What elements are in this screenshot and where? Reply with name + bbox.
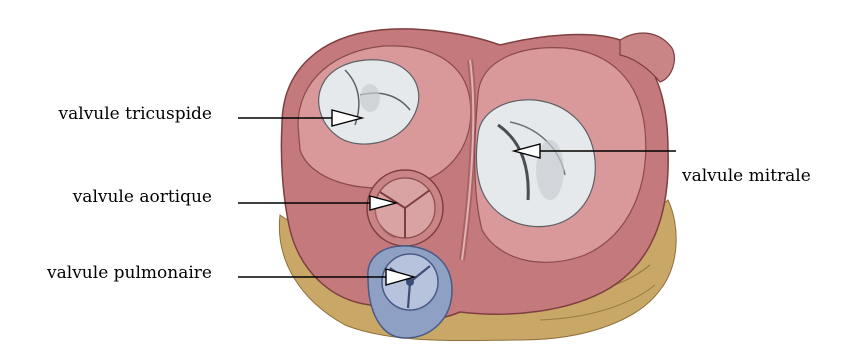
mitral-valve-label: valvule mitrale <box>682 166 811 186</box>
tricuspid-valve-label: valvule tricuspide <box>59 104 212 124</box>
pulmonary-valve-label: valvule pulmonaire <box>47 263 212 283</box>
aortic-valve-label: valvule aortique <box>73 187 212 207</box>
